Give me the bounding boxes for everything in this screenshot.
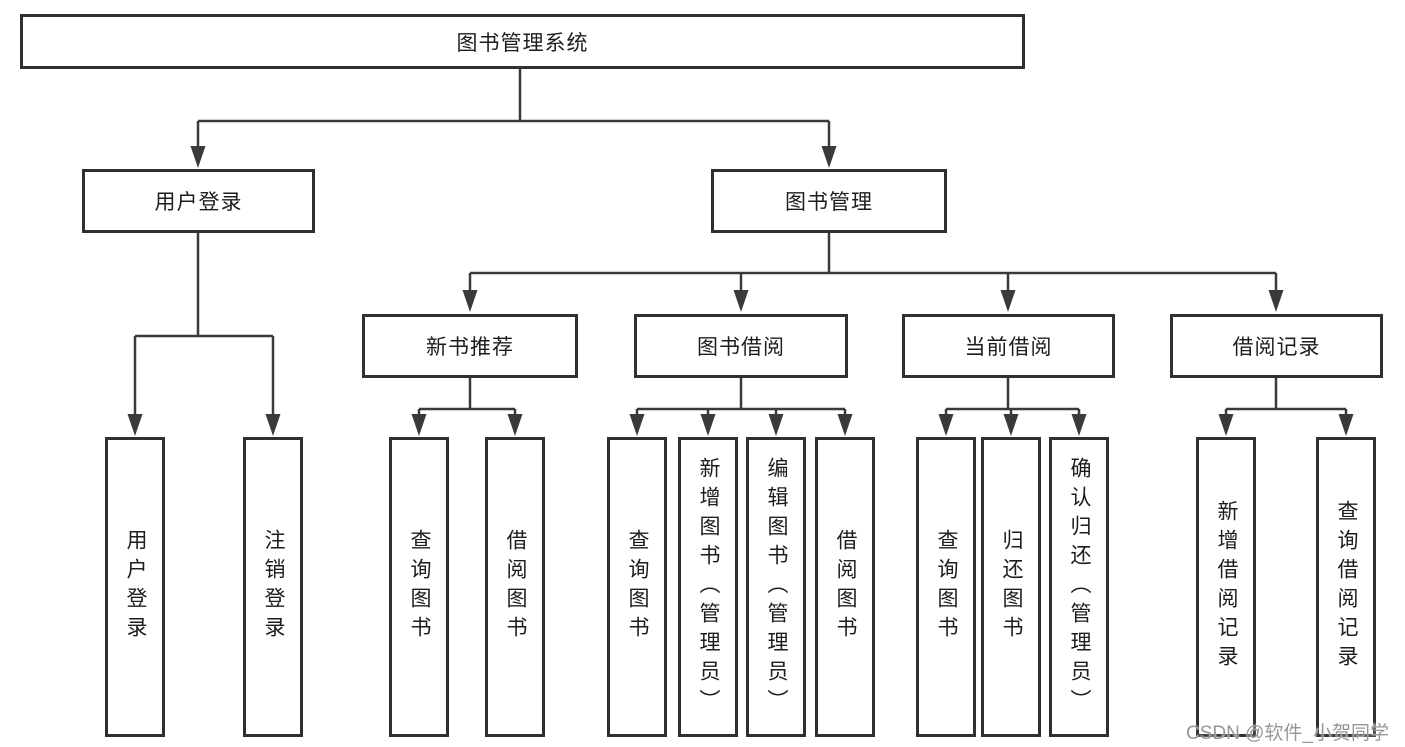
arrowhead xyxy=(837,414,853,436)
connector-book-management-to-level3 xyxy=(468,233,1278,291)
arrowhead xyxy=(768,414,784,436)
node-label: 借阅记录 xyxy=(1232,336,1321,359)
node-label: 查询借阅记录 xyxy=(1335,500,1358,674)
node-label: 用户登录 xyxy=(124,529,147,645)
node-label: 归还图书 xyxy=(1000,529,1023,645)
arrowhead xyxy=(1268,290,1284,312)
arrowhead xyxy=(1000,290,1016,312)
arrowhead xyxy=(821,146,837,168)
arrowhead xyxy=(733,290,749,312)
node-new-book-recommendation: 新书推荐 xyxy=(362,314,578,378)
node-user-login: 用户登录 xyxy=(82,169,315,233)
node-label: 查询图书 xyxy=(408,529,431,645)
node-label: 借阅图书 xyxy=(834,529,857,645)
leaf-logout: 注销登录 xyxy=(243,437,303,737)
arrowhead xyxy=(411,414,427,436)
arrowhead xyxy=(938,414,954,436)
leaf-query-books-current: 查询图书 xyxy=(916,437,976,737)
leaf-query-books-recommend: 查询图书 xyxy=(389,437,449,737)
node-label: 新增图书（管理员） xyxy=(697,456,720,718)
node-current-borrowing: 当前借阅 xyxy=(902,314,1115,378)
node-label: 图书管理系统 xyxy=(456,31,589,55)
leaf-confirm-return-admin: 确认归还（管理员） xyxy=(1049,437,1109,737)
arrowhead xyxy=(629,414,645,436)
leaf-query-books-borrowing: 查询图书 xyxy=(607,437,667,737)
csdn-watermark: CSDN @软件_小贺同学 xyxy=(1186,723,1389,744)
leaf-borrow-books-recommend: 借阅图书 xyxy=(485,437,545,737)
node-label: 图书管理 xyxy=(785,191,873,214)
leaf-add-books-admin: 新增图书（管理员） xyxy=(678,437,738,737)
node-label: 编辑图书（管理员） xyxy=(765,456,788,718)
leaf-user-login: 用户登录 xyxy=(105,437,165,737)
arrowhead xyxy=(190,146,206,168)
arrowhead xyxy=(1338,414,1354,436)
node-library-system: 图书管理系统 xyxy=(20,14,1025,69)
node-label: 确认归还（管理员） xyxy=(1068,456,1091,718)
leaf-add-borrow-record: 新增借阅记录 xyxy=(1196,437,1256,737)
arrowhead xyxy=(1003,414,1019,436)
arrowhead xyxy=(700,414,716,436)
node-label: 注销登录 xyxy=(262,529,285,645)
connector-borrow-records-to-leaves xyxy=(1224,378,1348,416)
node-borrowing-records: 借阅记录 xyxy=(1170,314,1383,378)
arrowhead xyxy=(1071,414,1087,436)
leaf-return-books: 归还图书 xyxy=(981,437,1041,737)
connector-root-to-level2 xyxy=(196,69,831,147)
node-label: 新增借阅记录 xyxy=(1215,500,1238,674)
leaf-borrow-books-borrowing: 借阅图书 xyxy=(815,437,875,737)
node-label: 查询图书 xyxy=(935,529,958,645)
connector-user-login-to-leaves xyxy=(133,233,275,415)
arrowhead xyxy=(127,414,143,436)
leaf-edit-books-admin: 编辑图书（管理员） xyxy=(746,437,806,737)
connector-book-borrow-to-leaves xyxy=(635,378,847,416)
arrowhead xyxy=(507,414,523,436)
node-book-management: 图书管理 xyxy=(711,169,947,233)
node-label: 用户登录 xyxy=(154,191,243,214)
arrowhead xyxy=(265,414,281,436)
node-label: 借阅图书 xyxy=(504,529,527,645)
connector-new-book-to-leaves xyxy=(417,378,517,416)
node-book-borrowing: 图书借阅 xyxy=(634,314,848,378)
leaf-query-borrow-record: 查询借阅记录 xyxy=(1316,437,1376,737)
arrowhead xyxy=(462,290,478,312)
node-label: 图书借阅 xyxy=(697,336,785,359)
connector-current-borrow-to-leaves xyxy=(944,378,1081,416)
node-label: 当前借阅 xyxy=(964,336,1053,359)
node-label: 新书推荐 xyxy=(426,336,514,359)
node-label: 查询图书 xyxy=(626,529,649,645)
arrowhead xyxy=(1218,414,1234,436)
